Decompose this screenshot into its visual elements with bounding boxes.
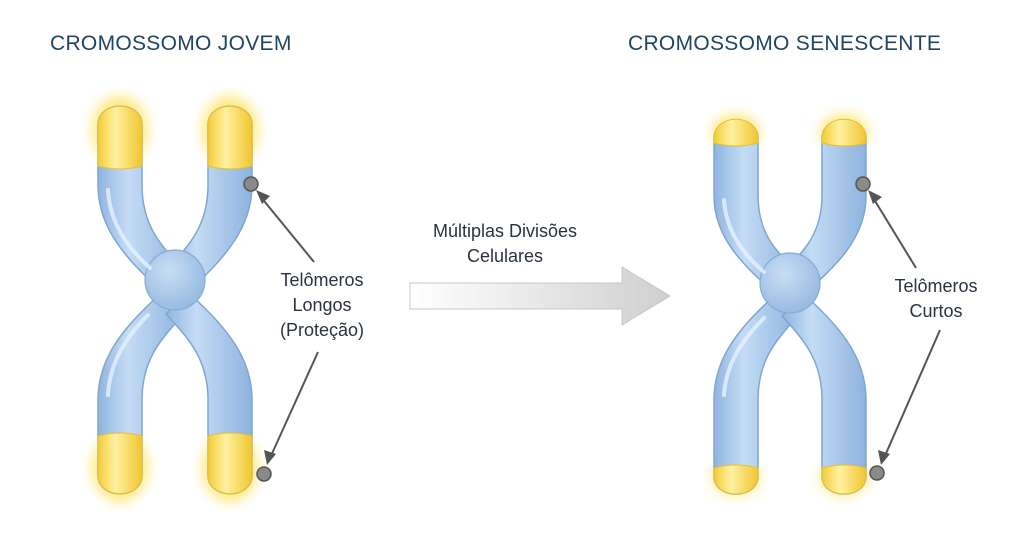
young-telomere-upper-left [97,105,143,170]
senescent-telomere-lower-right [821,464,867,495]
senescent-arm-lower-right [780,292,867,495]
young-telomere-label: Telômeros Longos (Proteção) [252,268,392,343]
senescent-telomere-upper-left [713,118,759,147]
progression-arrow [409,266,671,326]
senescent-pointer-dot-upper [855,176,871,192]
senescent-telomere-lower-left [713,464,759,495]
young-telomere-lower-left [97,432,143,495]
arrow-caption-line2: Celulares [466,246,544,266]
young-telomere-pointers [243,176,319,482]
senescent-centromere [759,252,821,314]
young-centromere [144,249,206,311]
young-telomere-upper-right [207,105,253,170]
young-telomere-label-line1: Telômeros [280,270,364,290]
young-chromosome [92,96,258,502]
young-pointer-dot-lower [256,466,272,482]
senescent-telomere-label: Telômeros Curtos [866,274,1006,324]
senescent-chromosome [712,114,868,496]
young-chromosome-title: CROMOSSOMO JOVEM [50,32,292,55]
senescent-telomere-upper-right [821,118,867,147]
senescent-chromosome-title: CROMOSSOMO SENESCENTE [628,32,942,55]
young-pointer-dot-upper [243,176,259,192]
senescent-telomere-label-line1: Telômeros [894,276,978,296]
senescent-telomere-pointers [855,176,941,481]
arrow-caption-line1: Múltiplas Divisões [432,221,578,241]
senescent-telomere-label-line2: Curtos [909,301,963,321]
young-telomere-lower-right [207,432,253,495]
arrow-caption: Múltiplas Divisões Celulares [410,219,600,269]
young-telomere-label-line3: (Proteção) [279,320,365,340]
young-telomere-label-line2: Longos [292,295,352,315]
senescent-pointer-dot-lower [869,465,885,481]
